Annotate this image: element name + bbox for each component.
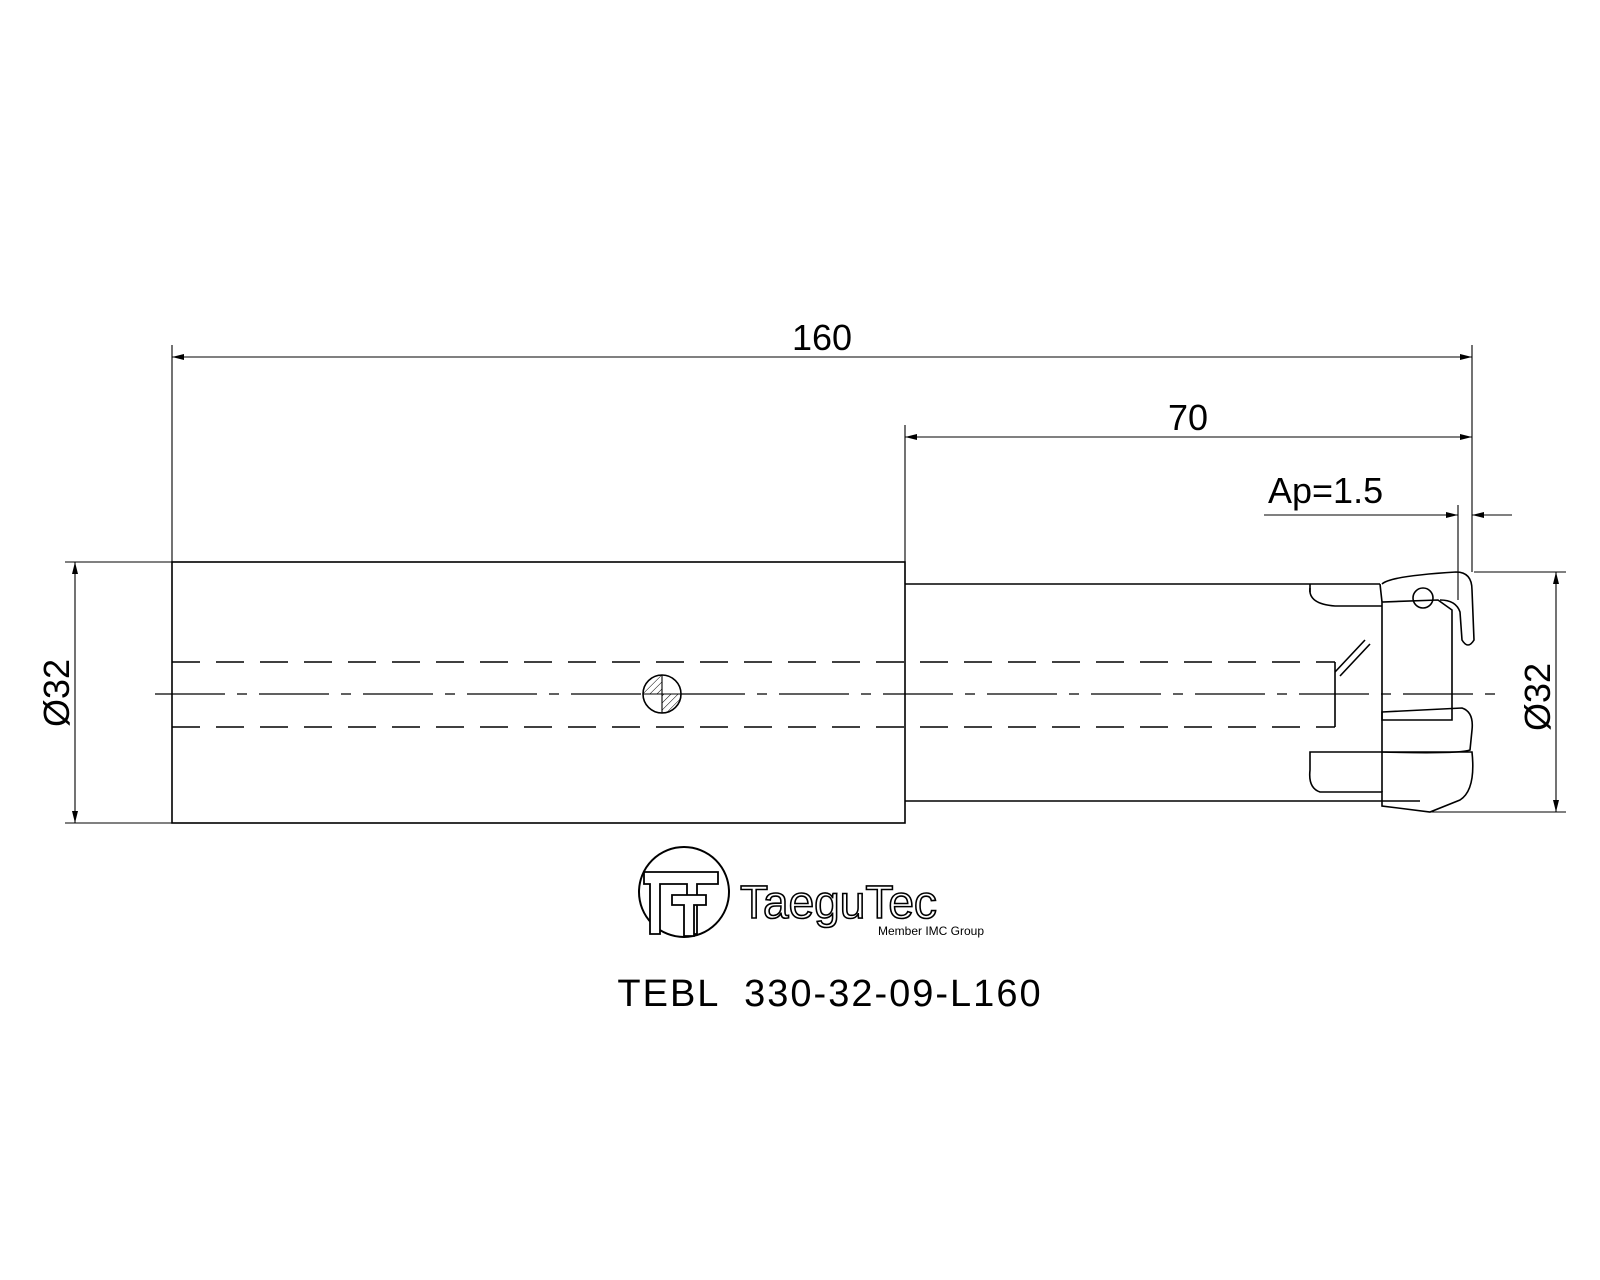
coolant-bore <box>172 639 1371 728</box>
dimension-overall-length: 160 <box>171 317 1473 572</box>
dimension-label-ap: Ap=1.5 <box>1268 470 1383 511</box>
dimension-label-160: 160 <box>792 317 852 358</box>
taegutec-logo: TaeguTec Member IMC Group <box>638 846 984 938</box>
dimension-depth-of-cut: Ap=1.5 <box>1264 470 1512 600</box>
dimension-shank-diameter: Ø32 <box>36 561 172 824</box>
shank-body <box>171 561 906 824</box>
brand-name: TaeguTec <box>740 876 937 928</box>
brand-tagline: Member IMC Group <box>878 924 984 938</box>
tool-outline <box>171 561 1420 824</box>
dimension-head-length: 70 <box>904 397 1472 584</box>
insert-screw-icon <box>1412 587 1434 609</box>
dimension-label-70: 70 <box>1168 397 1208 438</box>
insert-bottom <box>1308 707 1474 813</box>
taegutec-emblem-icon <box>638 846 730 938</box>
center-of-gravity-icon <box>642 674 682 714</box>
part-number: TEBL 330-32-09-L160 <box>617 973 1042 1015</box>
dimension-cutting-diameter: Ø32 <box>1430 571 1566 813</box>
dimension-label-cutting-dia: Ø32 <box>1517 663 1558 731</box>
dimension-label-shank-dia: Ø32 <box>36 659 77 727</box>
